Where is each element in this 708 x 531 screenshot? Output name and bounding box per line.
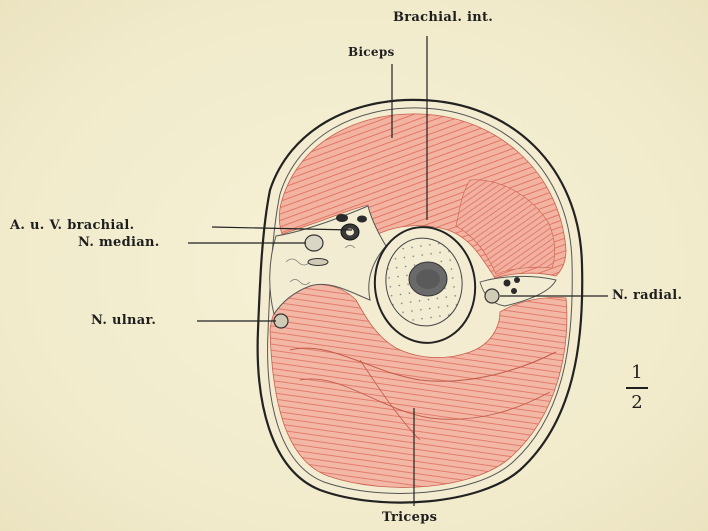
scale-fraction: 1 2 (625, 362, 649, 414)
radial-nerve (485, 289, 499, 303)
label-n-median: N. median. (78, 235, 160, 250)
median-nerve (305, 235, 323, 251)
fraction-bar (626, 387, 648, 389)
ulnar-nerve (274, 314, 288, 328)
label-n-radial: N. radial. (612, 288, 682, 303)
label-a-u-v-brachial: A. u. V. brachial. (10, 218, 134, 233)
label-biceps: Biceps (348, 45, 395, 59)
label-n-ulnar: N. ulnar. (91, 313, 156, 328)
brachial-vein (336, 214, 348, 222)
scale-numerator: 1 (625, 362, 649, 384)
scale-denominator: 2 (625, 392, 649, 414)
label-brachial-int: Brachial. int. (393, 10, 493, 25)
brachial-vein-2 (357, 216, 367, 223)
label-triceps: Triceps (382, 510, 437, 525)
